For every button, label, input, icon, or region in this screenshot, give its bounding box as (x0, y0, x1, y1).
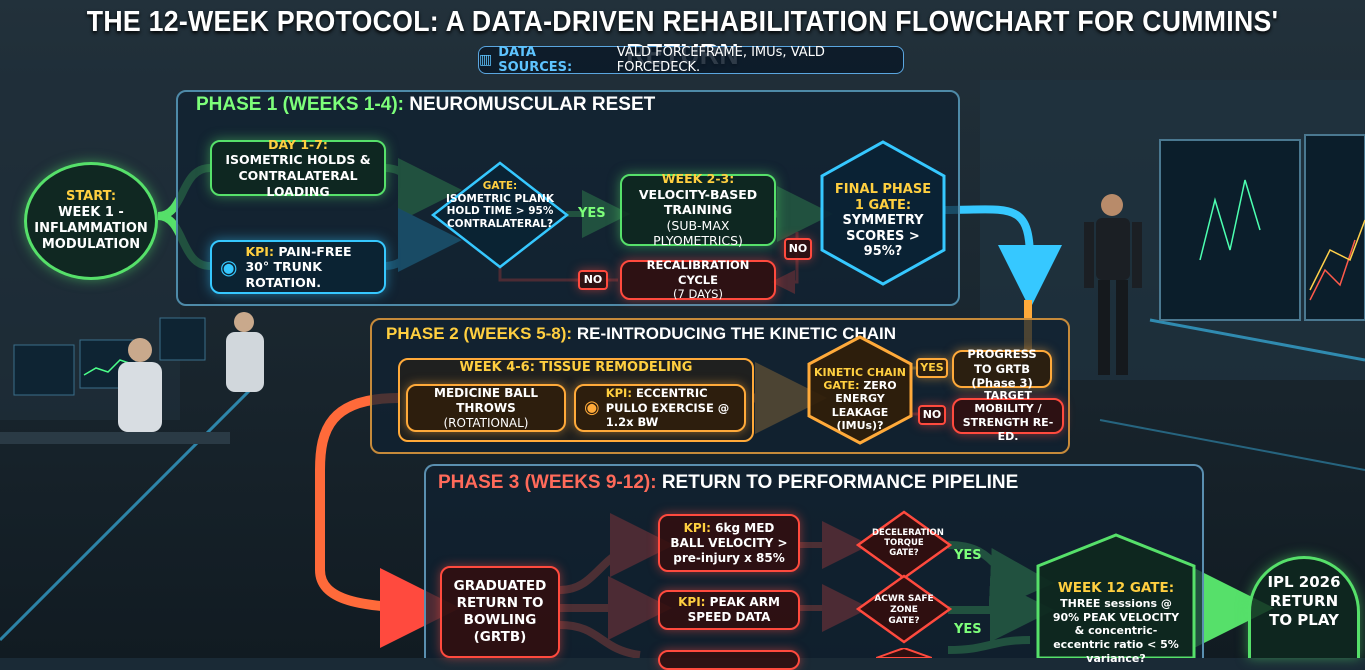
final-phase-1-gate-text: FINAL PHASE 1 GATE: SYMMETRY SCORES > 95… (832, 182, 934, 260)
phase-1-gate-diamond[interactable] (430, 160, 570, 270)
week-12-gate-question: THREE sessions @ 90% PEAK VELOCITY & con… (1052, 596, 1180, 665)
phase-1-gate-question: ISOMETRIC PLANK HOLD TIME > 95% CONTRALA… (446, 192, 554, 230)
kinetic-chain-gate-question: ZERO ENERGY LEAKAGE (IMUs)? (831, 379, 897, 432)
phase-3-yes-1-label: YES (954, 548, 982, 563)
start-label: START: (65, 188, 117, 204)
start-text: WEEK 1 - INFLAMMATION MODULATION (34, 204, 148, 253)
data-sources-banner: ▥ DATA SOURCES: VALD FORCEFRAME, IMUs, V… (478, 45, 904, 75)
monitor-icon (1159, 134, 1365, 321)
week-2-3-node[interactable]: WEEK 2-3: VELOCITY-BASED TRAINING (SUB-M… (620, 170, 776, 249)
phase-2-title: PHASE 2 (WEEKS 5-8): RE-INTRODUCING THE … (386, 324, 896, 344)
phase-1-title: PHASE 1 (WEEKS 1-4): NEUROMUSCULAR RESET (196, 94, 655, 116)
sensor-icon: ◉ (584, 396, 600, 418)
phase-2-kpi-text: ECCENTRIC PULLO EXERCISE @ 1.2x BW (605, 386, 730, 430)
week-4-6-label: WEEK 4-6: TISSUE REMODELING (459, 360, 693, 375)
target-mobility-node[interactable]: TARGET MOBILITY / STRENGTH RE-ED. (952, 389, 1064, 443)
week-12-gate-hexagon[interactable] (1034, 532, 1198, 658)
phase-1-kpi-label: KPI: (245, 243, 274, 259)
acwr-gate-diamond[interactable] (856, 574, 952, 644)
sensor-icon: ◉ (220, 254, 238, 279)
phase-2-kpi-text-wrap: KPI: ECCENTRIC PULLO EXERCISE @ 1.2x BW (606, 386, 736, 429)
acwr-gate-text: ACWR SAFE ZONE GATE? (874, 594, 934, 626)
phase-2-kpi-node[interactable]: ◉ KPI: ECCENTRIC PULLO EXERCISE @ 1.2x B… (574, 384, 746, 432)
phase-1-gate-label: GATE: (482, 180, 518, 192)
data-sources-label: DATA SOURCES: (498, 45, 573, 75)
phase-3-title: PHASE 3 (WEEKS 9-12): RETURN TO PERFORMA… (438, 472, 1018, 494)
phase-3-title-weeks: PHASE 3 (WEEKS 9-12): (438, 472, 657, 493)
page-title: THE 12-WEEK PROTOCOL: A DATA-DRIVEN REHA… (86, 6, 1279, 71)
week-2-3-text: VELOCITY-BASED TRAINING (638, 186, 758, 218)
week-12-gate-label: WEEK 12 GATE: (1057, 580, 1175, 596)
kinetic-chain-gate-hexagon[interactable] (806, 334, 914, 446)
medicine-ball-sub: (ROTATIONAL) (443, 415, 529, 430)
athlete-figure (1084, 194, 1142, 375)
final-phase-1-gate-hexagon[interactable] (818, 138, 948, 288)
phase-3-kpi-2-node[interactable]: KPI: PEAK ARM SPEED DATA (658, 590, 800, 630)
data-sources-text: VALD FORCEFRAME, IMUs, VALD FORCEDECK. (616, 45, 825, 75)
phase-3-title-name: RETURN TO PERFORMANCE PIPELINE (661, 472, 1019, 493)
week-4-6-heading: WEEK 4-6: TISSUE REMODELING (398, 360, 754, 375)
phase-1-title-name: NEUROMUSCULAR RESET (409, 94, 656, 115)
phase-1-title-weeks: PHASE 1 (WEEKS 1-4): (196, 94, 404, 115)
phase-2-title-weeks: PHASE 2 (WEEKS 5-8): (386, 324, 573, 343)
day-1-7-label: DAY 1-7: (268, 136, 328, 152)
final-phase-1-gate-label: FINAL PHASE 1 GATE: (834, 182, 932, 213)
kinetic-chain-gate-text: KINETIC CHAIN GATE: ZERO ENERGY LEAKAGE … (814, 366, 906, 432)
phase-3-kpi-2-wrap: KPI: PEAK ARM SPEED DATA (668, 595, 790, 625)
recalibration-sub: (7 DAYS) (673, 287, 723, 302)
phase-3-kpi-2-label: KPI: (678, 595, 706, 609)
phase-2-yes-badge: YES (916, 358, 948, 378)
start-node[interactable]: START: WEEK 1 - INFLAMMATION MODULATION (24, 162, 158, 280)
phase-1-no-badge: NO (578, 270, 608, 290)
phase-3-kpi-1-label: KPI: (683, 520, 711, 535)
final-phase-1-gate-question: SYMMETRY SCORES > 95%? (842, 213, 924, 260)
progress-to-grtb-node[interactable]: PROGRESS TO GRTB (Phase 3) (952, 347, 1052, 390)
phase-3-kpi-1-node[interactable]: KPI: 6kg MED BALL VELOCITY > pre-injury … (658, 514, 800, 572)
phase-3-kpi-1-wrap: KPI: 6kg MED BALL VELOCITY > pre-injury … (668, 521, 790, 566)
analyst-figure (118, 312, 264, 432)
week-12-gate-text: WEEK 12 GATE: THREE sessions @ 90% PEAK … (1048, 580, 1184, 666)
medicine-ball-node[interactable]: MEDICINE BALL THROWS (ROTATIONAL) (406, 384, 566, 432)
end-node[interactable]: IPL 2026 RETURN TO PLAY (1248, 556, 1360, 658)
phase-3-gate-3-diamond-partial (876, 648, 932, 658)
week-2-3-label: WEEK 2-3: (661, 170, 735, 186)
phase-2-no-badge: NO (918, 405, 946, 425)
phase-1-no2-badge: NO (784, 238, 812, 260)
recalibration-node[interactable]: RECALIBRATION CYCLE (7 DAYS) (620, 258, 776, 302)
grtb-node[interactable]: GRADUATED RETURN TO BOWLING (GRTB) (440, 566, 560, 658)
kinetic-chain-gate-label: KINETIC CHAIN GATE: (814, 366, 906, 393)
phase-2-title-name: RE-INTRODUCING THE KINETIC CHAIN (576, 324, 897, 343)
medicine-ball-text: MEDICINE BALL THROWS (434, 385, 538, 415)
phase-2-kpi-label: KPI: (605, 386, 632, 401)
phase-1-kpi-node[interactable]: ◉ KPI: PAIN-FREE 30° TRUNK ROTATION. (210, 240, 386, 294)
recalibration-text: RECALIBRATION CYCLE (646, 258, 750, 287)
chart-icon: ▥ (479, 52, 493, 68)
monitor-icon (13, 317, 206, 396)
phase-3-kpi-3-node-partial (658, 650, 800, 670)
day-1-7-text: ISOMETRIC HOLDS & CONTRALATERAL LOADING (225, 152, 371, 199)
phase-3-yes-2-label: YES (954, 622, 982, 637)
phase-1-yes-label: YES (578, 206, 606, 221)
phase-3-kpi-1-text: 6kg MED BALL VELOCITY > pre-injury x 85% (670, 520, 788, 565)
deceleration-gate-text: DECELERATION TORQUE GATE? (872, 528, 944, 559)
phase-1-kpi-text-wrap: KPI: PAIN-FREE 30° TRUNK ROTATION. (245, 244, 376, 291)
phase-1-kpi-text: PAIN-FREE 30° TRUNK ROTATION. (245, 243, 352, 290)
day-1-7-node[interactable]: DAY 1-7: ISOMETRIC HOLDS & CONTRALATERAL… (210, 136, 386, 199)
phase-1-gate-text: GATE: ISOMETRIC PLANK HOLD TIME > 95% CO… (440, 180, 560, 230)
phase-3-kpi-2-text: PEAK ARM SPEED DATA (687, 595, 780, 624)
week-2-3-sub: (SUB-MAX PLYOMETRICS) (653, 217, 743, 249)
